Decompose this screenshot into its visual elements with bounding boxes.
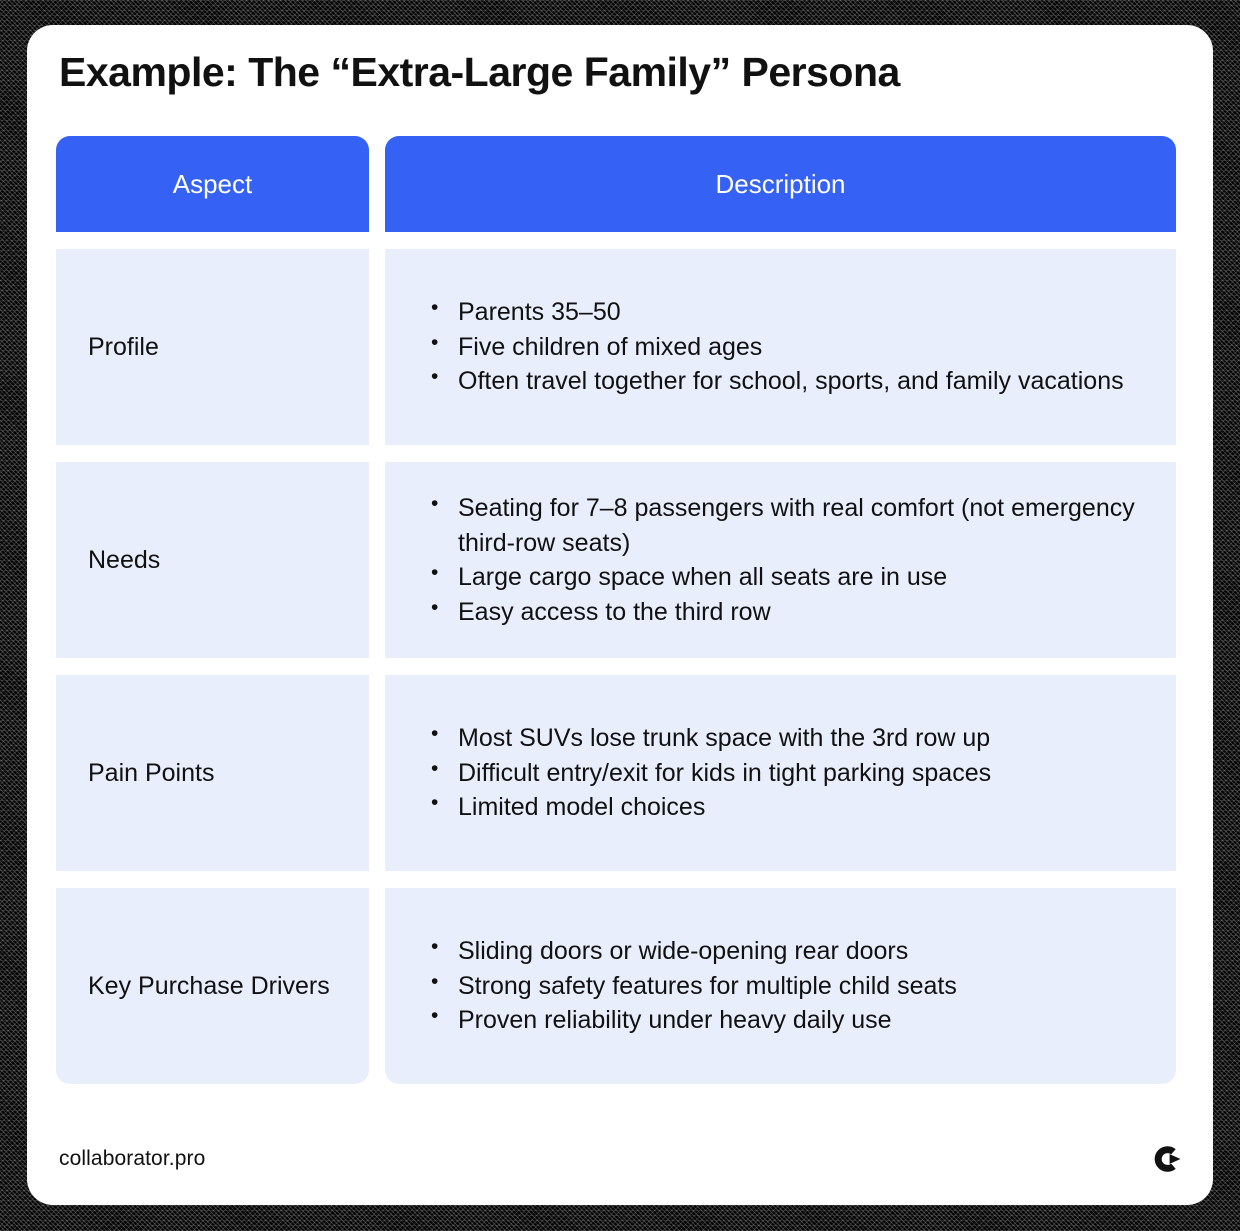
table-cell-description: Most SUVs lose trunk space with the 3rd … <box>385 675 1176 871</box>
table-header-cell-description: Description <box>385 136 1176 232</box>
list-item: Parents 35–50 <box>431 294 1150 330</box>
description-cell-key-purchase-drivers: Sliding doors or wide-opening rear doors… <box>385 888 1176 1084</box>
table-row: Pain Points Most SUVs lose trunk space w… <box>56 675 1176 871</box>
list-item: Sliding doors or wide-opening rear doors <box>431 933 1150 969</box>
bullet-list: Parents 35–50 Five children of mixed age… <box>431 294 1150 399</box>
aspect-label-needs: Needs <box>56 462 369 658</box>
column-header-description-label: Description <box>385 136 1176 232</box>
table-header-row: Aspect Description <box>56 136 1176 232</box>
list-item: Often travel together for school, sports… <box>431 363 1150 399</box>
table-cell-aspect: Key Purchase Drivers <box>56 888 369 1084</box>
card-footer: collaborator.pro <box>59 1139 1183 1179</box>
table-cell-aspect: Needs <box>56 462 369 658</box>
table-cell-description: Sliding doors or wide-opening rear doors… <box>385 888 1176 1084</box>
list-item: Difficult entry/exit for kids in tight p… <box>431 755 1150 791</box>
list-item: Limited model choices <box>431 789 1150 825</box>
footer-site-name: collaborator.pro <box>59 1147 206 1170</box>
bullet-list: Sliding doors or wide-opening rear doors… <box>431 933 1150 1038</box>
bullet-list: Seating for 7–8 passengers with real com… <box>431 490 1150 630</box>
table-cell-description: Seating for 7–8 passengers with real com… <box>385 462 1176 658</box>
list-item: Proven reliability under heavy daily use <box>431 1002 1150 1038</box>
table-cell-aspect: Profile <box>56 249 369 445</box>
collaborator-logo-icon <box>1149 1142 1183 1176</box>
column-header-aspect-label: Aspect <box>56 136 369 232</box>
description-cell-pain-points: Most SUVs lose trunk space with the 3rd … <box>385 675 1176 871</box>
aspect-label-profile: Profile <box>56 249 369 445</box>
page-title: Example: The “Extra-Large Family” Person… <box>59 49 900 95</box>
aspect-label-key-purchase-drivers: Key Purchase Drivers <box>56 888 369 1084</box>
table-cell-description: Parents 35–50 Five children of mixed age… <box>385 249 1176 445</box>
persona-table: Aspect Description Profile Parents 35–50… <box>56 136 1176 1084</box>
description-cell-needs: Seating for 7–8 passengers with real com… <box>385 462 1176 658</box>
table-header-cell-aspect: Aspect <box>56 136 369 232</box>
list-item: Large cargo space when all seats are in … <box>431 559 1150 595</box>
description-cell-profile: Parents 35–50 Five children of mixed age… <box>385 249 1176 445</box>
list-item: Seating for 7–8 passengers with real com… <box>431 490 1150 560</box>
list-item: Strong safety features for multiple chil… <box>431 968 1150 1004</box>
content-card: Example: The “Extra-Large Family” Person… <box>27 25 1213 1205</box>
table-row: Key Purchase Drivers Sliding doors or wi… <box>56 888 1176 1084</box>
table-cell-aspect: Pain Points <box>56 675 369 871</box>
list-item: Easy access to the third row <box>431 594 1150 630</box>
table-row: Profile Parents 35–50 Five children of m… <box>56 249 1176 445</box>
bullet-list: Most SUVs lose trunk space with the 3rd … <box>431 720 1150 825</box>
list-item: Most SUVs lose trunk space with the 3rd … <box>431 720 1150 756</box>
list-item: Five children of mixed ages <box>431 329 1150 365</box>
aspect-label-pain-points: Pain Points <box>56 675 369 871</box>
table-row: Needs Seating for 7–8 passengers with re… <box>56 462 1176 658</box>
